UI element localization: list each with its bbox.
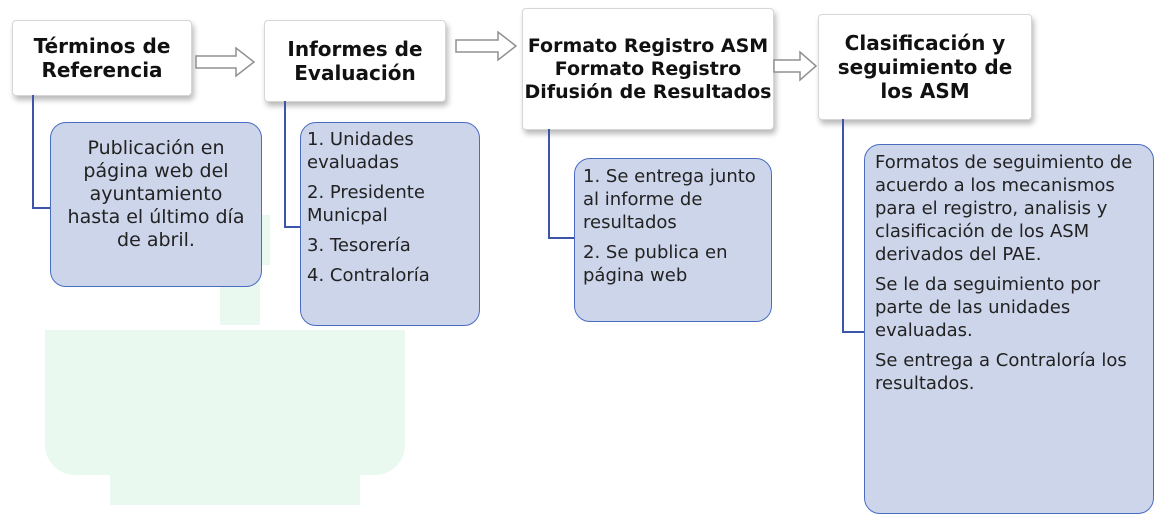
step-2-connector — [284, 101, 302, 228]
step-4-item: Se le da seguimiento por parte de las un… — [875, 274, 1101, 341]
step-3-item: 2. Se publica en página web — [583, 242, 728, 286]
step-4-header: Clasificación y seguimiento de los ASM — [818, 14, 1032, 120]
step-3-title: Formato Registro ASM Formato Registro Di… — [524, 34, 772, 103]
arrow-right-icon — [773, 50, 818, 82]
step-4-detail-box: Formatos de seguimiento de acuerdo a los… — [864, 144, 1154, 514]
step-1-title: Términos de Referencia — [33, 34, 171, 82]
step-4-item: Se entrega a Contraloría los resultados. — [875, 350, 1127, 394]
step-2-detail-box: 1. Unidades evaluadas 2. Presidente Muni… — [300, 122, 480, 326]
step-2-title: Informes de Evaluación — [287, 37, 423, 85]
step-1-header: Términos de Referencia — [12, 20, 192, 96]
step-1-detail-box: Publicación en página web del ayuntamien… — [50, 122, 262, 287]
step-2-item: 3. Tesorería — [307, 235, 411, 256]
step-1-item: Publicación en página web del ayuntamien… — [67, 137, 245, 251]
step-3-connector — [548, 129, 576, 239]
step-2-item: 4. Contraloría — [307, 265, 430, 286]
step-2-item: 1. Unidades evaluadas — [307, 129, 414, 173]
step-2-header: Informes de Evaluación — [264, 20, 446, 102]
step-3-detail-box: 1. Se entrega junto al informe de result… — [574, 158, 772, 322]
step-4-item: Formatos de seguimiento de acuerdo a los… — [875, 152, 1133, 265]
watermark-shape — [110, 475, 360, 505]
watermark-shape — [45, 330, 405, 475]
step-3-item: 1. Se entrega junto al informe de result… — [583, 166, 756, 233]
step-2-item: 2. Presidente Municpal — [307, 182, 425, 226]
step-1-connector — [32, 95, 52, 209]
step-4-connector — [842, 119, 866, 333]
arrow-right-icon — [195, 46, 256, 78]
step-3-header: Formato Registro ASM Formato Registro Di… — [522, 8, 774, 130]
step-4-title: Clasificación y seguimiento de los ASM — [837, 31, 1013, 103]
arrow-right-icon — [455, 30, 518, 62]
